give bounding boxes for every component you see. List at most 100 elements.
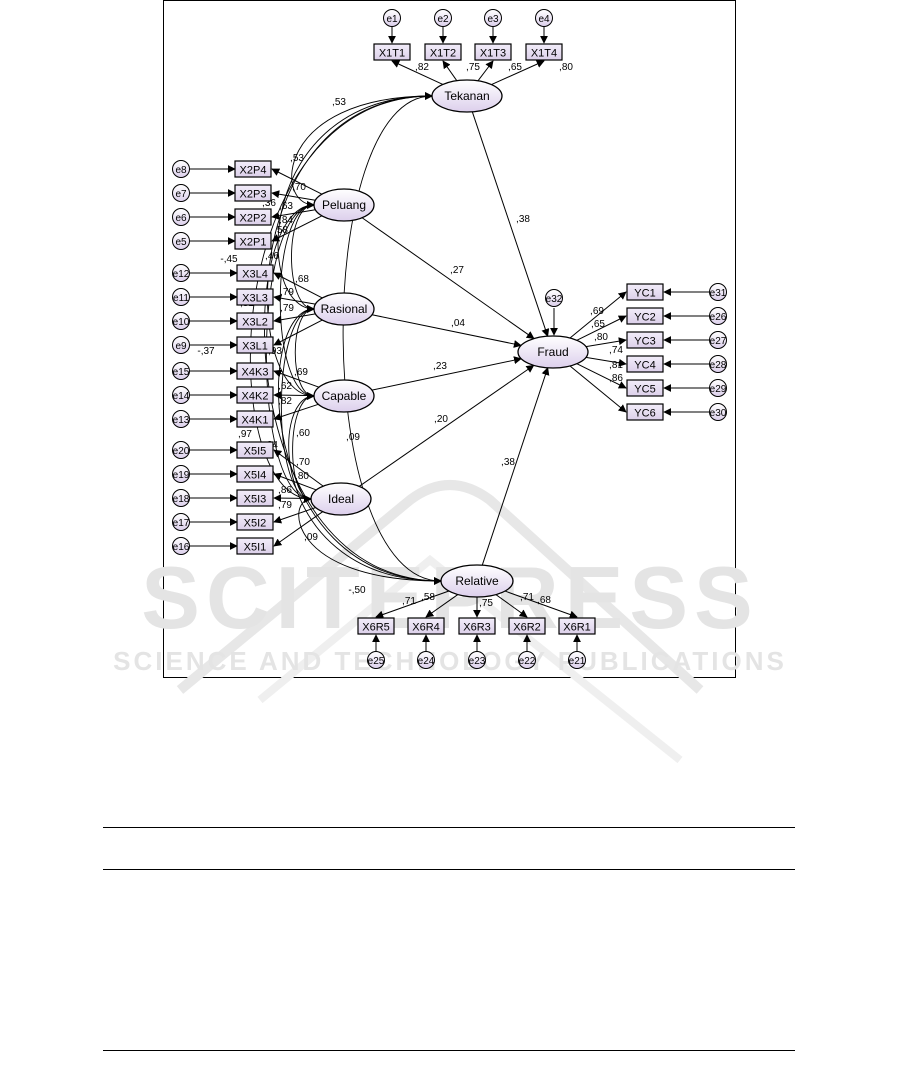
indicator-x3l2: X3L2 (236, 312, 274, 330)
path-peluang-fraud (361, 217, 535, 340)
indicator-yc4: YC4 (626, 355, 664, 373)
loading-arrow (271, 168, 323, 195)
indicator-box (407, 617, 445, 635)
loading-arrow (273, 294, 316, 305)
loading-label: ,65 (591, 319, 605, 330)
coefficient-relative-fraud: ,38 (501, 457, 515, 468)
correlation-ideal-relative: -,50 (348, 585, 366, 596)
loading-arrow (491, 60, 545, 86)
error-e18: e18 (172, 489, 190, 507)
error-circle (518, 651, 536, 669)
indicator-box (458, 617, 496, 635)
links (190, 27, 709, 651)
error-circle (709, 283, 727, 301)
error-e17: e17 (172, 513, 190, 531)
indicator-label: X2P1 (240, 237, 267, 249)
loading-arrow (273, 472, 317, 491)
error-e15: e15 (172, 362, 190, 380)
loading-arrow (273, 403, 319, 421)
error-label: e8 (175, 165, 187, 176)
indicator-x1t4: X1T4 (525, 43, 563, 61)
indicator-label: X5I4 (244, 470, 267, 482)
indicator-yc1: YC1 (626, 283, 664, 301)
loading-label: ,82 (415, 62, 429, 73)
loading-arrow (504, 590, 578, 619)
indicator-box (626, 331, 664, 349)
indicator-box (236, 489, 274, 507)
error-circle (709, 331, 727, 349)
error-e24: e24 (417, 651, 435, 669)
error-circle (172, 537, 190, 555)
error-label: e17 (173, 518, 190, 529)
loading-arrow (273, 319, 323, 346)
error-circle (172, 336, 190, 354)
coefficient-tekanan-fraud: ,38 (516, 214, 530, 225)
error-e32: e32 (545, 289, 563, 307)
error-circle (709, 307, 727, 325)
construct-label: Rasional (321, 302, 368, 316)
error-circle (172, 184, 190, 202)
loading-label: ,53 (290, 153, 304, 164)
construct-label: Peluang (322, 198, 366, 212)
loading-arrow (273, 272, 323, 299)
loading-label: ,80 (559, 62, 573, 73)
indicator-label: X1T2 (430, 48, 456, 60)
error-e21: e21 (568, 651, 586, 669)
coefficient-ideal-fraud: ,20 (434, 414, 448, 425)
error-circle (434, 9, 452, 27)
indicator-label: X3L1 (242, 341, 268, 353)
indicator-box (236, 410, 274, 428)
error-label: e19 (173, 470, 190, 481)
error-circle (172, 441, 190, 459)
error-label: e23 (469, 656, 486, 667)
loading-label: ,86 (609, 373, 623, 384)
construct-ellipse (517, 335, 589, 369)
error-e30: e30 (709, 403, 727, 421)
loading-label: ,74 (609, 345, 623, 356)
indicator-label: X1T3 (480, 48, 506, 60)
loading-label: ,81 (609, 360, 623, 371)
error-label: e22 (519, 656, 536, 667)
error-circle (568, 651, 586, 669)
loading-arrow (375, 590, 450, 619)
path-rasional-fraud (371, 314, 522, 348)
indicator-label: X2P3 (240, 189, 267, 201)
correlation-label: ,60 (296, 428, 310, 439)
loading-arrow (273, 511, 323, 547)
construct-ellipse (440, 564, 514, 598)
error-e29: e29 (709, 379, 727, 397)
error-e10: e10 (172, 312, 190, 330)
indicator-label: X6R1 (563, 622, 591, 634)
construct-capable: Capable (313, 379, 375, 413)
cov-rasional-capable (294, 305, 315, 400)
construct-peluang: Peluang (313, 188, 375, 222)
error-label: e13 (173, 415, 190, 426)
indicator-x5i1: X5I1 (236, 537, 274, 555)
loading-label: ,58 (421, 592, 435, 603)
error-e14: e14 (172, 386, 190, 404)
indicator-yc6: YC6 (626, 403, 664, 421)
indicator-yc3: YC3 (626, 331, 664, 349)
indicator-box (234, 184, 272, 202)
error-e25: e25 (367, 651, 385, 669)
error-circle (383, 9, 401, 27)
error-circle (172, 160, 190, 178)
indicator-label: X5I2 (244, 518, 267, 530)
error-label: e27 (710, 336, 727, 347)
construct-label: Capable (322, 389, 367, 403)
loading-label: ,69 (294, 367, 308, 378)
indicator-box (525, 43, 563, 61)
indicator-x6r5: X6R5 (357, 617, 395, 635)
error-label: e7 (175, 189, 187, 200)
error-e22: e22 (518, 651, 536, 669)
indicator-label: YC5 (634, 384, 655, 396)
indicator-label: X5I3 (244, 494, 267, 506)
error-label: e25 (368, 656, 385, 667)
error-label: e24 (418, 656, 435, 667)
error-circle (545, 289, 563, 307)
loading-label: ,68 (537, 595, 551, 606)
loading-arrow (425, 594, 459, 618)
loading-arrow (271, 190, 316, 201)
error-label: e9 (175, 341, 187, 352)
